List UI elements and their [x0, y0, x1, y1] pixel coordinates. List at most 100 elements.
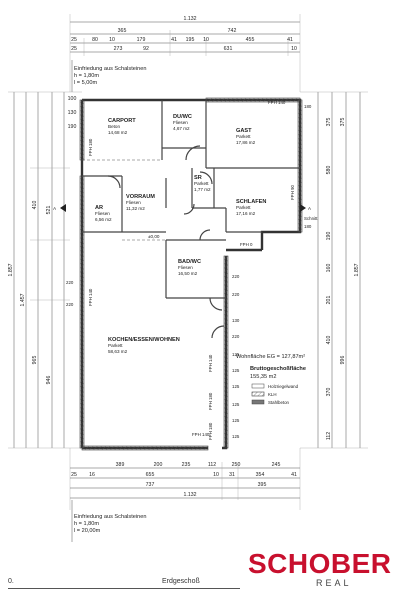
left-dim-130: 130: [68, 110, 77, 116]
right-dim-201: 201: [326, 296, 332, 305]
svg-text:6,56 m2: 6,56 m2: [95, 217, 112, 222]
svg-text:125: 125: [232, 418, 240, 423]
left-outer-dim: 1.857: [8, 263, 14, 276]
svg-text:FPH 90: FPH 90: [290, 185, 295, 200]
top-dimension-chains: 1.132 365 742 25 80 10 179 41 195 10 455…: [69, 14, 301, 92]
svg-text:220: 220: [66, 302, 74, 307]
svg-text:155,35 m2: 155,35 m2: [250, 374, 276, 380]
svg-text:FPH 180: FPH 180: [208, 422, 213, 440]
svg-text:125: 125: [232, 384, 240, 389]
svg-text:KOCHEN/ESSEN/WOHNEN: KOCHEN/ESSEN/WOHNEN: [108, 337, 180, 343]
bottom-dim-r2-0: 25: [71, 472, 77, 478]
top-dim-r2-1: 80: [92, 37, 98, 43]
left-dim-946: 946: [46, 376, 52, 385]
legend-swatch-klh: [251, 391, 265, 397]
top-dim-r2-2: 10: [109, 37, 115, 43]
left-dim-965: 965: [32, 356, 38, 365]
legend-swatch-stahlbeton: [251, 399, 265, 405]
top-dim-r2-7: 455: [246, 37, 255, 43]
top-dim-1: 365: [118, 28, 127, 34]
svg-text:A: A: [53, 206, 56, 211]
svg-text:FPH 140: FPH 140: [88, 288, 93, 306]
section-marker-right: A Schnitt: [300, 204, 318, 221]
svg-text:1,77 m2: 1,77 m2: [194, 187, 211, 192]
svg-text:Schnitt: Schnitt: [304, 216, 318, 221]
right-dim-370: 370: [326, 388, 332, 397]
right-dim-375b: 375: [340, 118, 346, 127]
svg-text:h = 1,80m: h = 1,80m: [74, 521, 99, 527]
room-kochen-essen-wohnen: KOCHEN/ESSEN/WOHNEN Parkett 58,63 m2: [108, 337, 180, 354]
bottom-dim-r2-5: 354: [256, 472, 265, 478]
room-vorraum: VORRAUM Fliesen 11,32 m2: [126, 194, 155, 211]
right-dim-375a: 375: [326, 118, 332, 127]
bottom-dim-250: 250: [232, 462, 241, 468]
svg-text:FPH 0: FPH 0: [240, 242, 253, 247]
top-dim-r3-3: 631: [224, 46, 233, 52]
top-dim-r3-2: 92: [143, 46, 149, 52]
left-dim-100: 100: [68, 96, 77, 102]
right-dim-190: 190: [326, 232, 332, 241]
svg-text:125: 125: [232, 434, 240, 439]
logo-text: SCHOBER: [248, 548, 392, 579]
legend: Holzriegelwand KLH Stahlbeton: [251, 383, 299, 405]
svg-text:4,67 m2: 4,67 m2: [173, 126, 190, 131]
svg-text:Fliesen: Fliesen: [126, 200, 141, 205]
svg-text:Wohnfläche EG = 127,87m²: Wohnfläche EG = 127,87m²: [236, 354, 305, 360]
top-dim-r3-0: 25: [71, 46, 77, 52]
svg-text:220: 220: [232, 292, 240, 297]
footer-floor-name: Erdgeschoß: [162, 578, 200, 585]
top-dim-r2-6: 10: [203, 37, 209, 43]
top-dim-r3-1: 273: [114, 46, 123, 52]
svg-text:SR: SR: [194, 175, 202, 181]
logo-subtext: REAL: [316, 578, 352, 588]
bottom-dim-112: 112: [208, 462, 216, 468]
svg-text:Beton: Beton: [108, 124, 120, 129]
schober-real-logo: SCHOBER REAL: [248, 548, 418, 594]
room-sr: SR Parkett 1,77 m2: [194, 175, 211, 192]
svg-text:A: A: [308, 206, 311, 211]
right-outer-dim: 1.857: [354, 263, 360, 276]
right-dim-580: 580: [326, 166, 332, 175]
bottom-dim-r2-3: 10: [213, 472, 219, 478]
svg-text:Parkett: Parkett: [236, 205, 251, 210]
bottom-dim-r2-2: 655: [146, 472, 155, 478]
legend-label-holzriegelwand: Holzriegelwand: [268, 384, 299, 389]
svg-text:BAD/WC: BAD/WC: [178, 259, 201, 265]
bottom-dim-200: 200: [154, 462, 163, 468]
right-dimension-chains: 1.857 996 375 375 580 190 160 201 410 37…: [300, 91, 368, 449]
svg-text:16,50 m2: 16,50 m2: [178, 271, 198, 276]
svg-text:Parkett: Parkett: [108, 343, 123, 348]
svg-text:Fliesen: Fliesen: [178, 265, 193, 270]
top-dim-r2-5: 195: [186, 37, 195, 43]
left-dimension-chains: 1.857 1.457 965 946 410 521 100 130 190: [8, 91, 82, 449]
svg-text:FPH 140: FPH 140: [208, 354, 213, 372]
svg-text:130: 130: [232, 318, 240, 323]
bottom-dimension-chains: 389 200 235 112 250 245 25 16 655 10 31 …: [69, 448, 301, 510]
right-dim-112: 112: [326, 432, 332, 440]
top-dim-r3-4: 10: [291, 46, 297, 52]
svg-text:FPH 180: FPH 180: [88, 138, 93, 156]
svg-text:Bruttogeschoßfläche: Bruttogeschoßfläche: [250, 366, 306, 372]
top-dim-r2-0: 25: [71, 37, 77, 43]
bottom-dim-235: 235: [182, 462, 191, 468]
svg-text:125: 125: [232, 402, 240, 407]
left-dim-410: 410: [32, 201, 38, 210]
legend-swatch-holzriegelwand: [251, 383, 265, 389]
left-inner-dim: 1.457: [20, 293, 26, 306]
room-bad-wc: BAD/WC Fliesen 16,50 m2: [178, 259, 201, 276]
top-total-dim: 1.132: [184, 16, 197, 22]
svg-text:CARPORT: CARPORT: [108, 118, 136, 124]
svg-text:Einfriedung aus Schalsteinen: Einfriedung aus Schalsteinen: [74, 66, 146, 72]
svg-text:220: 220: [66, 280, 74, 285]
svg-text:Parkett: Parkett: [194, 181, 209, 186]
room-schlafen: SCHLAFEN Parkett 17,16 m2: [236, 199, 266, 216]
left-dim-190: 190: [68, 124, 77, 130]
room-du-wc: DU/WC Fliesen 4,67 m2: [173, 114, 192, 131]
legend-label-stahlbeton: Stahlbeton: [268, 400, 290, 405]
svg-text:17,16 m2: 17,16 m2: [236, 211, 256, 216]
bottom-dim-737: 737: [146, 482, 155, 488]
footer-rule: [8, 588, 240, 589]
bottom-dim-r2-4: 31: [229, 472, 235, 478]
top-fence-note: Einfriedung aus Schalsteinen h = 1,80m l…: [71, 60, 146, 92]
